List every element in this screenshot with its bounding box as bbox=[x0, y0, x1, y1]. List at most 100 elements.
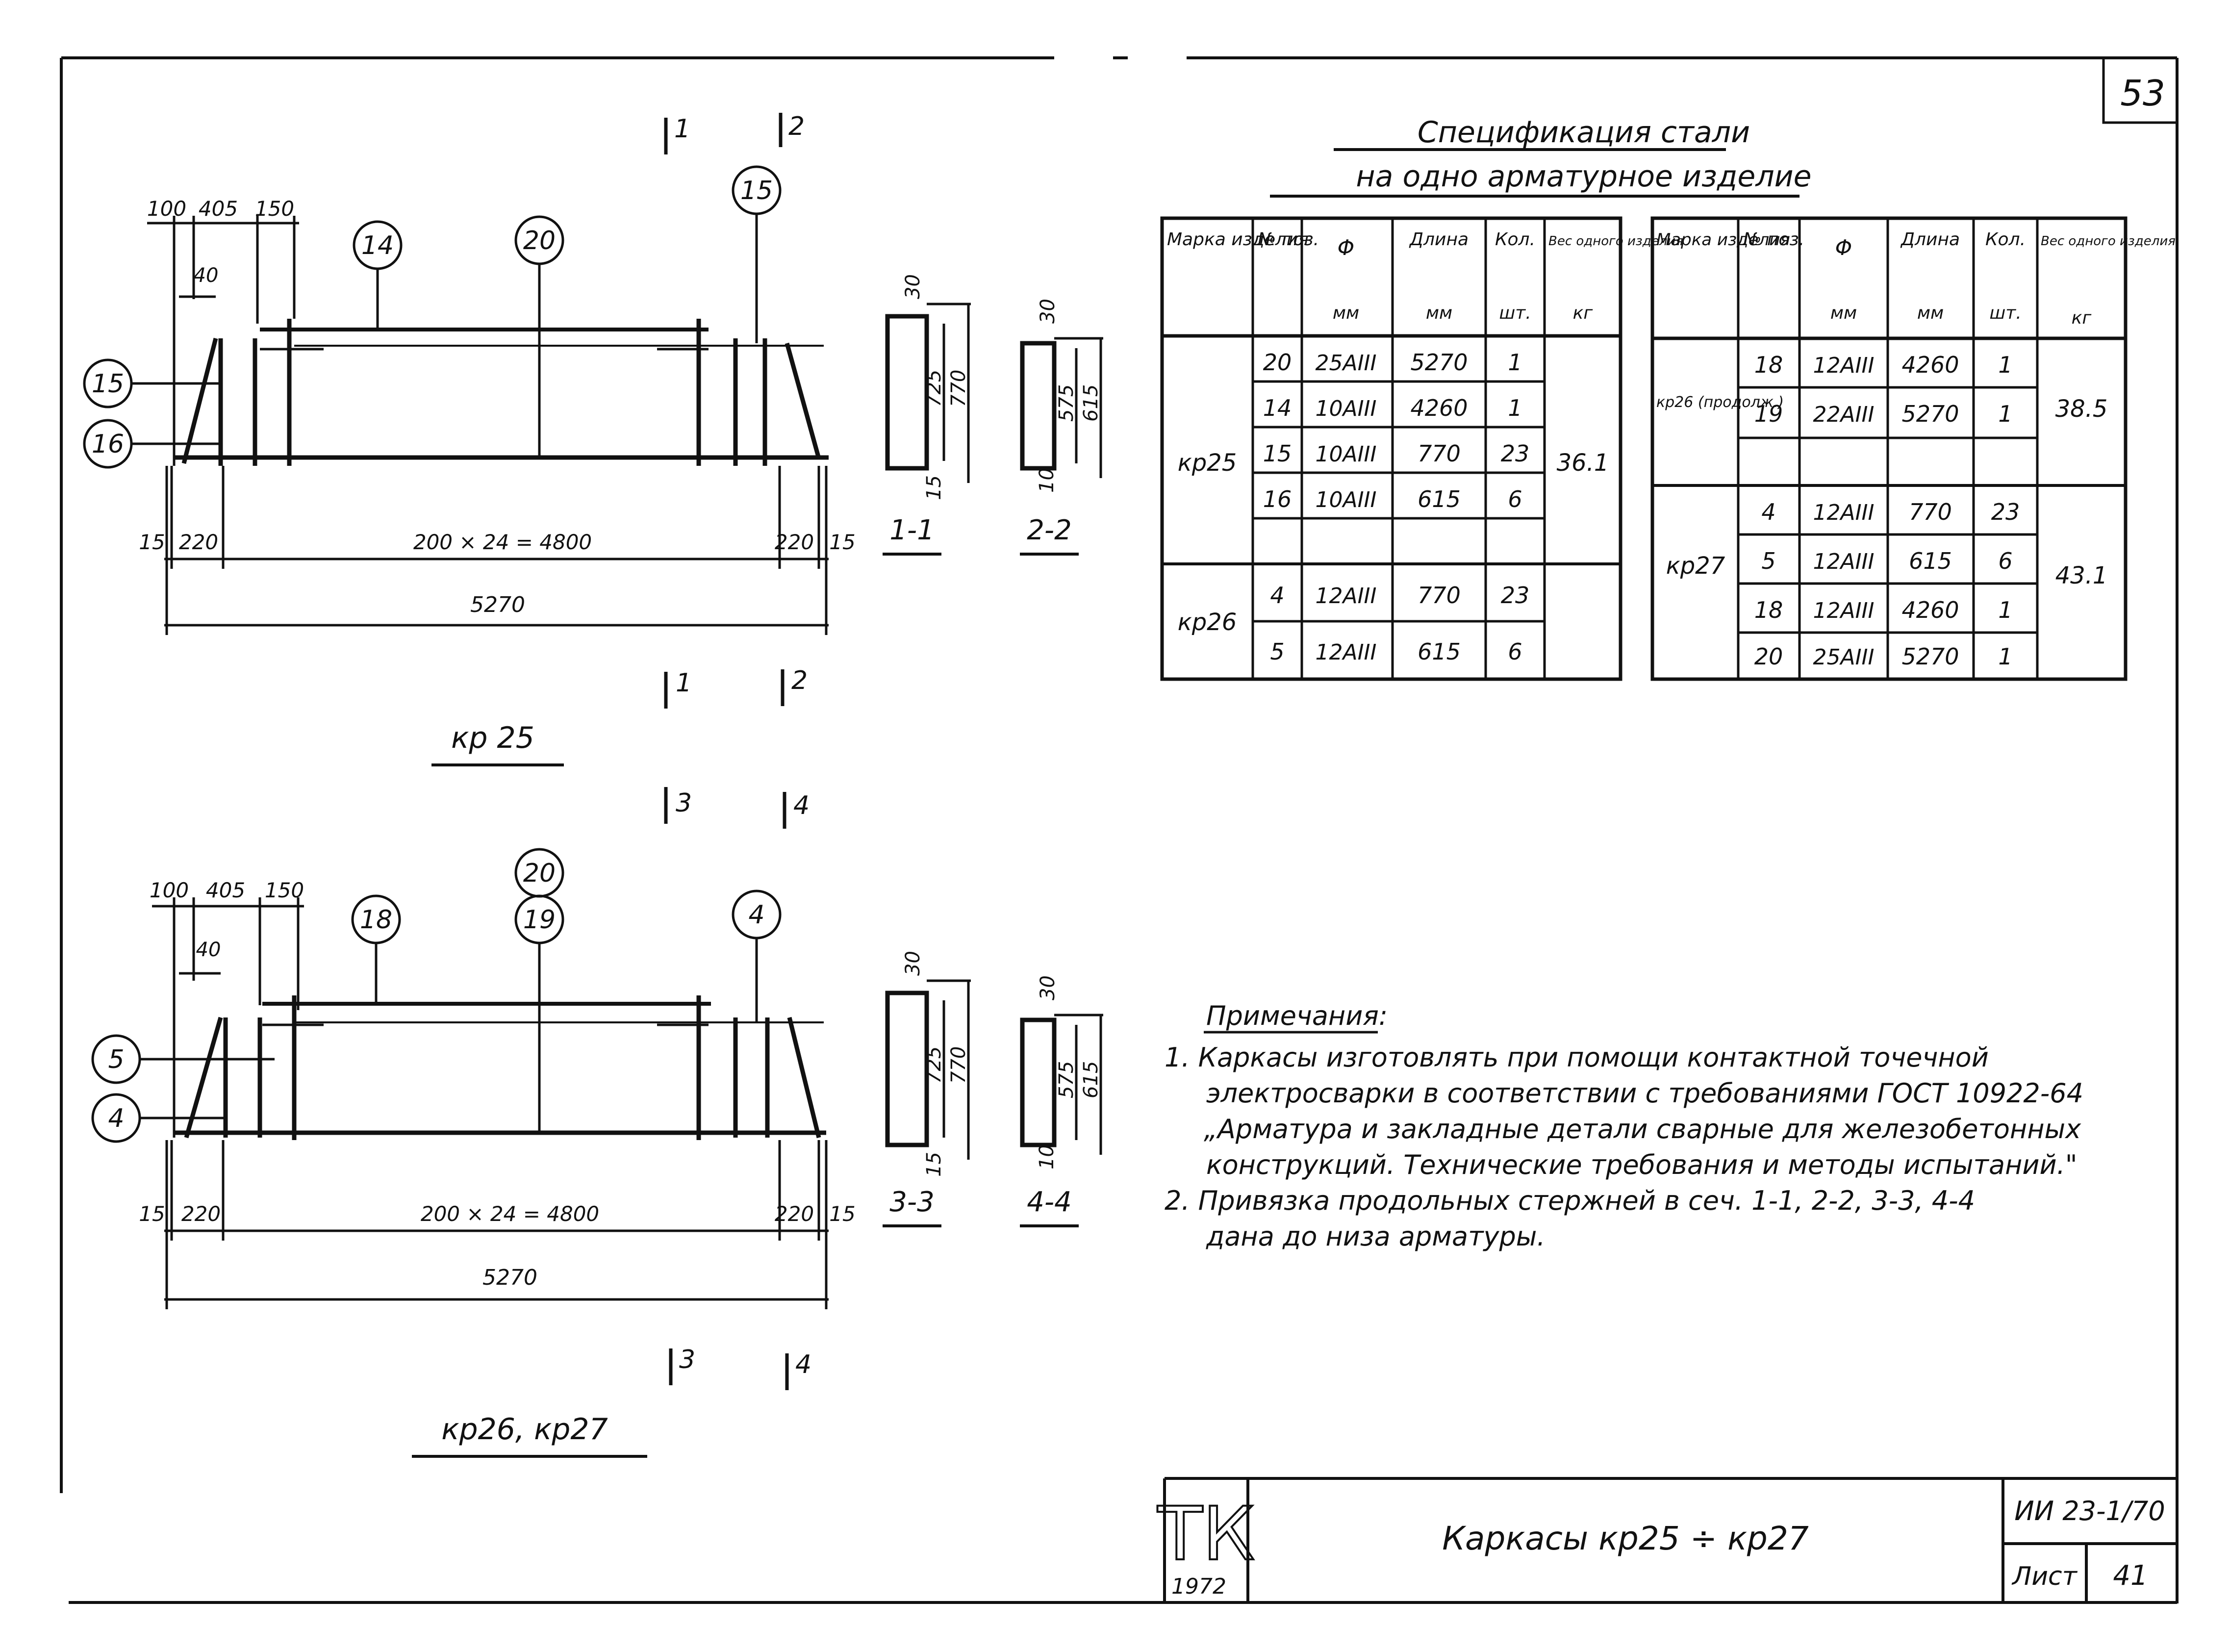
dim-220-right: 220 bbox=[775, 530, 814, 554]
dim-405-b: 405 bbox=[206, 878, 245, 902]
svg-text:18: 18 bbox=[1754, 597, 1783, 623]
section-mark-4-top: 4 bbox=[793, 791, 810, 820]
svg-text:1: 1 bbox=[1998, 401, 2012, 427]
table-row: 5 12АIII 615 6 bbox=[1761, 548, 2012, 574]
svg-text:20: 20 bbox=[1263, 349, 1292, 376]
section-1-1-dim-15: 15 bbox=[923, 475, 945, 500]
page-number-box: 53 bbox=[2102, 58, 2177, 124]
dim-40-b: 40 bbox=[196, 939, 221, 961]
hdr-length-l: Длина bbox=[1409, 229, 1469, 250]
svg-text:615: 615 bbox=[1418, 486, 1461, 512]
note-line-5: 2. Привязка продольных стержней в сеч. 1… bbox=[1165, 1185, 1975, 1216]
section-2-2-label: 2-2 bbox=[1027, 514, 1071, 546]
svg-text:5: 5 bbox=[1761, 548, 1775, 574]
section-4-4-dim-10: 10 bbox=[1036, 1144, 1058, 1169]
section-4-4-dim-615: 615 bbox=[1080, 1061, 1102, 1098]
notes: Примечания: 1. Каркасы изготовлять при п… bbox=[1165, 1000, 2083, 1252]
svg-text:1: 1 bbox=[1998, 643, 2012, 670]
section-1-1: 30 725 770 15 1-1 bbox=[883, 274, 971, 556]
svg-text:16: 16 bbox=[1263, 486, 1292, 512]
dim-405: 405 bbox=[199, 197, 238, 221]
section-4-4: 30 575 615 10 4-4 bbox=[1020, 975, 1103, 1227]
svg-text:12АIII: 12АIII bbox=[1813, 549, 1874, 574]
svg-text:23: 23 bbox=[1991, 499, 2020, 525]
hdr-dia-l: Φ bbox=[1338, 235, 1355, 260]
note-line-6: дана до низа арматуры. bbox=[1206, 1221, 1546, 1252]
svg-text:15: 15 bbox=[1263, 440, 1292, 467]
sheet-frame bbox=[60, 56, 2179, 1604]
svg-text:10АIII: 10АIII bbox=[1315, 487, 1376, 512]
svg-text:615: 615 bbox=[1418, 638, 1461, 665]
table-row: 15 10АIII 770 23 bbox=[1263, 440, 1530, 467]
section-mark-2-top: 2 bbox=[788, 112, 805, 141]
callout-20-b: 20 bbox=[523, 859, 556, 888]
frame-drawing-kp25: 1 2 1 2 100 405 150 40 14 bbox=[83, 112, 856, 766]
weight-kp27: 43.1 bbox=[2055, 562, 2108, 589]
table-row: 19 22АIII 5270 1 bbox=[1754, 401, 2013, 427]
sheet-label: Лист bbox=[2011, 1562, 2078, 1591]
hdr-dia-unit-l: мм bbox=[1333, 303, 1359, 323]
callout-20: 20 bbox=[523, 226, 556, 255]
callout-15-top: 15 bbox=[740, 176, 773, 205]
svg-text:12АIII: 12АIII bbox=[1813, 500, 1874, 525]
dim-220-left: 220 bbox=[179, 530, 218, 554]
svg-text:1: 1 bbox=[1508, 349, 1522, 376]
callout-4-left: 4 bbox=[108, 1104, 124, 1133]
spec-title-1: Спецификация стали bbox=[1418, 115, 1750, 150]
svg-text:770: 770 bbox=[1909, 499, 1952, 525]
section-mark-3-bottom: 3 bbox=[679, 1345, 695, 1374]
svg-text:770: 770 bbox=[1418, 440, 1461, 467]
dim-150: 150 bbox=[255, 197, 294, 221]
series-code: ИИ 23-1/70 bbox=[2014, 1496, 2165, 1526]
svg-text:4: 4 bbox=[1761, 499, 1775, 525]
table-row: 18 12АIII 4260 1 bbox=[1754, 597, 2013, 623]
mark-kp26: кр26 bbox=[1178, 609, 1237, 636]
dim-total-b: 5270 bbox=[482, 1265, 537, 1290]
svg-text:5270: 5270 bbox=[1410, 349, 1468, 376]
svg-text:19: 19 bbox=[1754, 401, 1783, 427]
table-row: 20 25АIII 5270 1 bbox=[1754, 643, 2013, 670]
callout-19: 19 bbox=[523, 905, 556, 935]
svg-text:20: 20 bbox=[1754, 643, 1783, 670]
hdr-length-unit-l: мм bbox=[1426, 303, 1452, 323]
svg-text:1: 1 bbox=[1508, 395, 1522, 421]
drawing-title: Каркасы кр25 ÷ кр27 bbox=[1442, 1520, 1809, 1557]
section-1-1-dim-30: 30 bbox=[902, 274, 924, 299]
callout-16-left: 16 bbox=[92, 430, 124, 459]
section-4-4-dim-575: 575 bbox=[1055, 1061, 1078, 1098]
svg-text:25АIII: 25АIII bbox=[1315, 351, 1376, 376]
dim-40: 40 bbox=[194, 264, 219, 287]
hdr-qty-unit-l: шт. bbox=[1499, 303, 1531, 323]
spec-table-left: Марка изделия № поз. Φ мм Длина мм Кол. … bbox=[1160, 216, 1683, 681]
spec-title-2: на одно арматурное изделие bbox=[1356, 159, 1811, 194]
table-row: 18 12АIII 4260 1 bbox=[1754, 352, 2013, 378]
callout-14: 14 bbox=[361, 231, 394, 260]
svg-text:10АIII: 10АIII bbox=[1315, 442, 1376, 467]
dim-100: 100 bbox=[147, 197, 186, 221]
svg-text:1: 1 bbox=[1998, 352, 2012, 378]
section-mark-3-top: 3 bbox=[676, 788, 692, 818]
logo-year: 1972 bbox=[1171, 1574, 1226, 1599]
table-row: 5 12АIII 615 6 bbox=[1270, 638, 1522, 665]
section-2-2: 30 575 615 10 2-2 bbox=[1020, 299, 1103, 556]
hdr-length-unit-r: мм bbox=[1917, 303, 1944, 323]
svg-text:4260: 4260 bbox=[1901, 597, 1959, 623]
section-1-1-dim-725: 725 bbox=[923, 370, 945, 407]
table-row: 4 12АIII 770 23 bbox=[1270, 582, 1529, 609]
callout-4-top: 4 bbox=[748, 900, 764, 930]
note-line-1: 1. Каркасы изготовлять при помощи контак… bbox=[1165, 1042, 1989, 1073]
svg-text:12АIII: 12АIII bbox=[1813, 598, 1874, 623]
page-number: 53 bbox=[2120, 73, 2165, 114]
note-line-2: электросварки в соответствии с требовани… bbox=[1206, 1078, 2083, 1109]
section-3-3: 30 725 770 15 3-3 bbox=[883, 951, 971, 1227]
hdr-weight-r: Вес одного изделия bbox=[2041, 234, 2176, 249]
mark-kp26-cont: кр26 (продолж.) bbox=[1656, 394, 1784, 411]
dim-100-b: 100 bbox=[150, 878, 189, 902]
caption-kp26-kp27: кр26, кр27 bbox=[441, 1412, 608, 1447]
logo-tk: ТК bbox=[1157, 1492, 1255, 1577]
weight-kp26: 38.5 bbox=[2055, 395, 2108, 423]
svg-text:22АIII: 22АIII bbox=[1813, 402, 1874, 427]
callout-15-left: 15 bbox=[92, 369, 124, 399]
dim-span: 200 × 24 = 4800 bbox=[413, 530, 592, 554]
